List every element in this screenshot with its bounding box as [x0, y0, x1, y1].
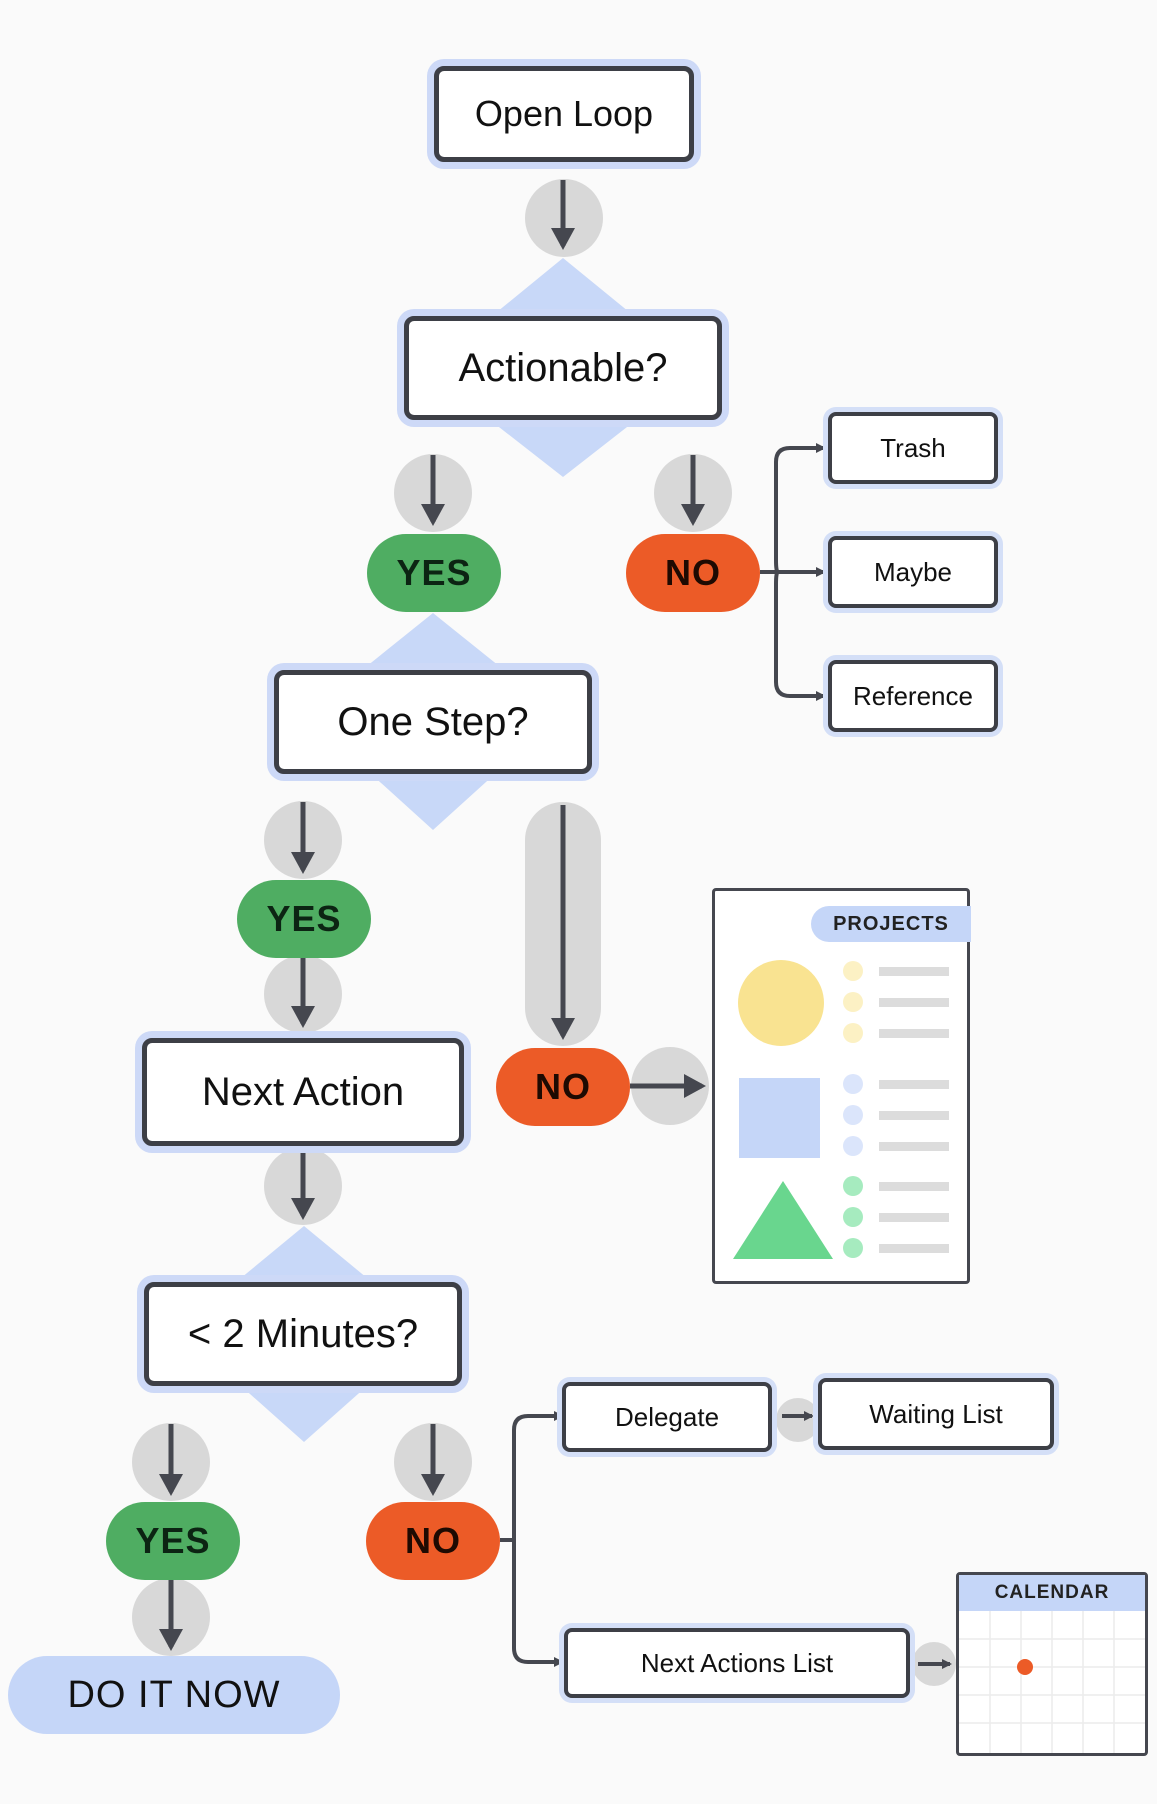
calendar-title: CALENDAR [959, 1575, 1145, 1611]
yes-label: YES [396, 552, 472, 593]
do-it-now-node: DO IT NOW [8, 1656, 340, 1734]
no-label: NO [405, 1520, 461, 1561]
yellow-circle-icon [738, 960, 824, 1046]
two-minutes-label: < 2 Minutes? [187, 1311, 419, 1356]
delegate-label: Delegate [614, 1401, 720, 1432]
reference-label: Reference [853, 680, 973, 711]
projects-title: PROJECTS [811, 906, 971, 942]
projects-illustration [733, 960, 949, 1259]
trash-node: Trash [828, 412, 998, 484]
waiting-list-label: Waiting List [869, 1398, 1003, 1429]
no-badge-one-step: NO [496, 1048, 630, 1126]
yes-badge-two-minutes: YES [106, 1502, 240, 1580]
calendar-grid [959, 1611, 1145, 1753]
calendar-event-dot-icon [1017, 1659, 1033, 1675]
no-label: NO [665, 552, 721, 593]
maybe-label: Maybe [873, 556, 953, 587]
next-action-node: Next Action [142, 1038, 464, 1146]
trash-label: Trash [880, 432, 946, 463]
open-loop-node: Open Loop [434, 66, 694, 162]
blue-square-icon [739, 1078, 820, 1158]
next-actions-list-label: Next Actions List [640, 1647, 834, 1678]
maybe-node: Maybe [828, 536, 998, 608]
calendar-title-label: CALENDAR [994, 1582, 1110, 1603]
calendar-panel: CALENDAR [956, 1572, 1148, 1756]
yes-label: YES [135, 1520, 211, 1561]
no-label: NO [535, 1066, 591, 1107]
list-lines [879, 967, 949, 1253]
no-badge-actionable: NO [626, 534, 760, 612]
yes-badge-one-step: YES [237, 880, 371, 958]
delegate-node: Delegate [562, 1382, 772, 1452]
actionable-node: Actionable? [404, 316, 722, 420]
next-actions-list-node: Next Actions List [564, 1628, 910, 1698]
do-it-now-label: DO IT NOW [67, 1673, 281, 1716]
list-dots [843, 961, 863, 1258]
yes-badge-actionable: YES [367, 534, 501, 612]
actionable-label: Actionable? [458, 345, 668, 390]
next-action-label: Next Action [201, 1069, 405, 1114]
reference-node: Reference [828, 660, 998, 732]
open-loop-label: Open Loop [474, 93, 654, 134]
green-triangle-icon [733, 1181, 833, 1259]
one-step-node: One Step? [274, 670, 592, 774]
yes-label: YES [266, 898, 342, 939]
projects-title-label: PROJECTS [833, 912, 949, 935]
one-step-label: One Step? [337, 699, 529, 744]
no-badge-two-minutes: NO [366, 1502, 500, 1580]
two-minutes-node: < 2 Minutes? [144, 1282, 462, 1386]
waiting-list-node: Waiting List [818, 1378, 1054, 1450]
projects-panel: PROJECTS [712, 888, 971, 1284]
